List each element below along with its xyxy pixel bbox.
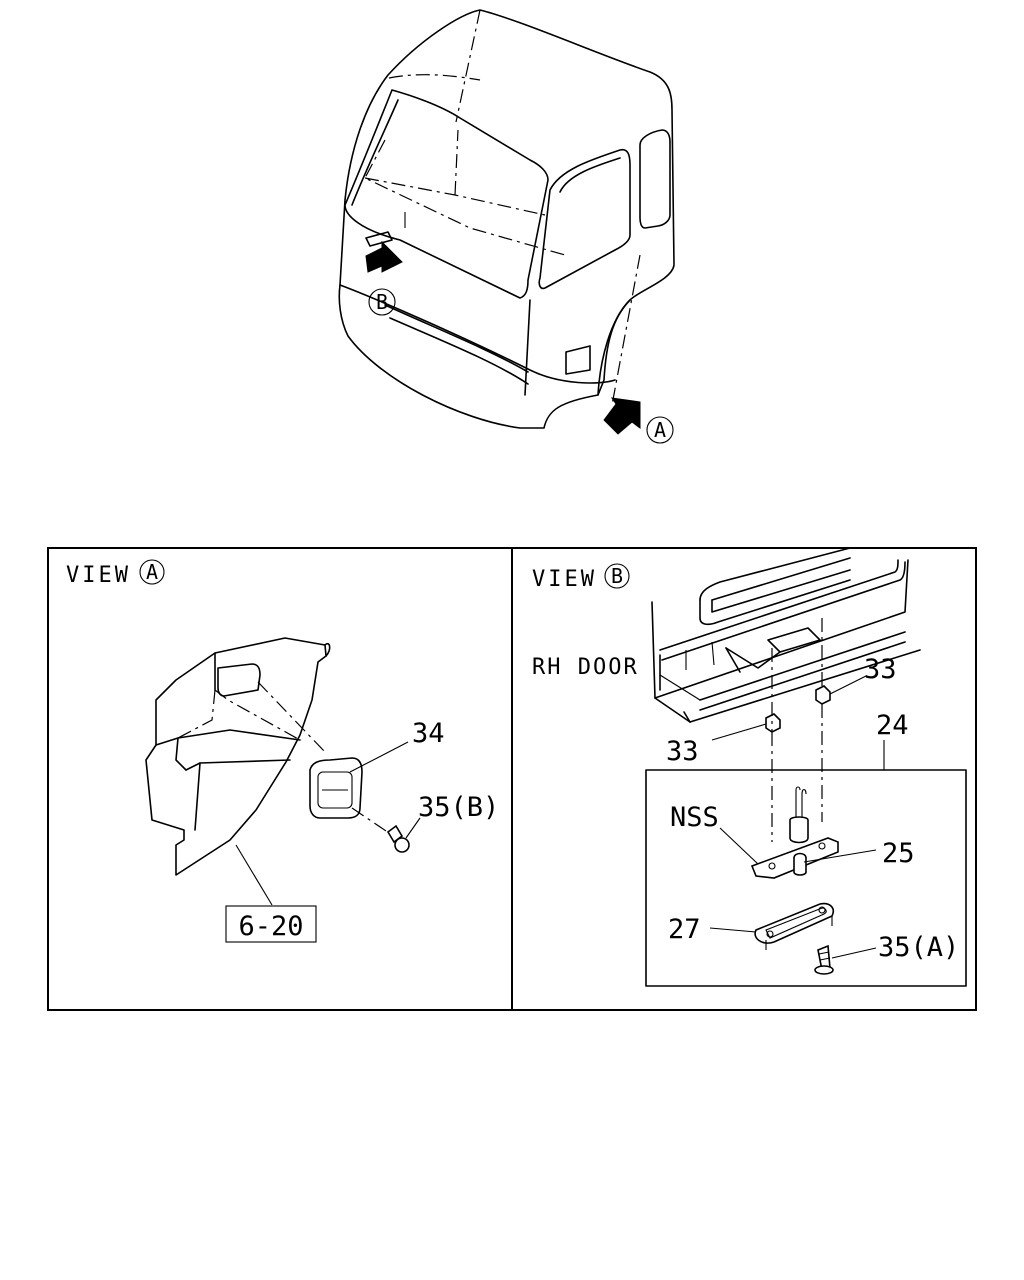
callout-34: 34 <box>412 718 445 749</box>
callout-nss: NSS <box>670 802 719 833</box>
cab-illustration <box>338 9 675 444</box>
view-b-drawing <box>645 547 967 987</box>
view-b-title: VIEW <box>532 567 597 592</box>
view-a-marker: A <box>146 560 158 584</box>
callout-35a: 35(A) <box>878 932 959 963</box>
rh-door-label: RH DOOR <box>532 655 639 680</box>
view-b-marker: B <box>611 564 623 588</box>
ref-6-20: 6-20 <box>238 911 303 942</box>
cab-marker-b: B <box>376 290 388 314</box>
callout-27: 27 <box>668 914 701 945</box>
callout-35b: 35(B) <box>418 792 499 823</box>
view-a-title: VIEW <box>66 563 131 588</box>
callout-33-left: 33 <box>666 736 699 767</box>
view-a-marker-circle <box>139 559 165 585</box>
callout-24: 24 <box>876 710 909 741</box>
callout-33-top: 33 <box>864 654 897 685</box>
cab-marker-a: A <box>654 418 666 442</box>
assembly-24-box <box>645 769 967 987</box>
ref-box-6-20 <box>225 905 317 943</box>
callout-25: 25 <box>882 838 915 869</box>
view-a-drawing <box>145 637 421 906</box>
view-b-marker-circle <box>604 563 630 589</box>
